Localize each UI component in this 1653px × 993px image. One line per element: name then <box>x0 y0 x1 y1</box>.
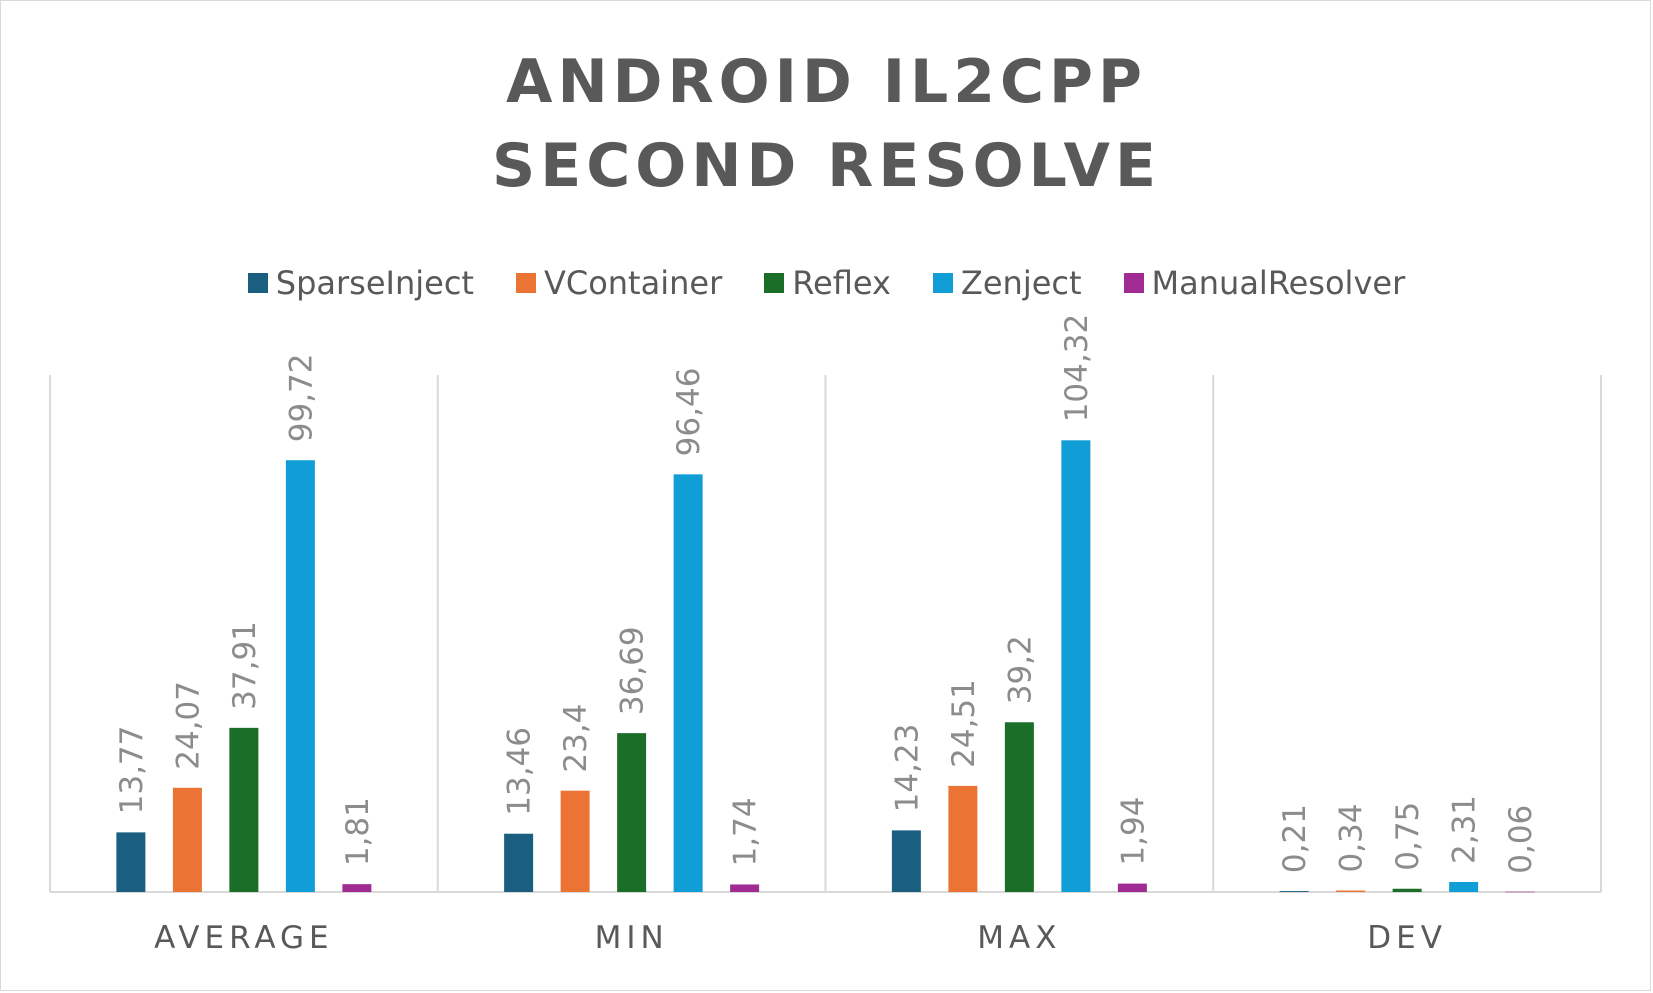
data-label: 0,75 <box>1390 802 1426 871</box>
data-label: 36,69 <box>615 626 651 715</box>
chart-title-line-1: ANDROID IL2CPP <box>506 47 1147 117</box>
bar-sparseinject-dev <box>1279 891 1309 892</box>
bar-zenject-max <box>1061 440 1091 892</box>
bar-reflex-average <box>229 727 259 892</box>
data-label: 23,4 <box>558 704 594 773</box>
data-label: 2,31 <box>1447 795 1483 864</box>
data-label: 1,81 <box>340 797 376 866</box>
bar-sparseinject-average <box>116 832 146 892</box>
data-label: 37,91 <box>227 621 263 710</box>
data-label: 1,74 <box>728 797 764 866</box>
bar-sparseinject-min <box>504 833 534 892</box>
category-label-dev: DEV <box>1367 920 1447 956</box>
data-label: 0,34 <box>1334 803 1370 872</box>
bar-vcontainer-max <box>948 785 978 892</box>
category-label-min: MIN <box>595 920 669 956</box>
bar-reflex-min <box>617 733 647 892</box>
data-label: 13,77 <box>114 726 150 815</box>
legend-swatch <box>932 273 953 293</box>
legend-label: Zenject <box>960 264 1082 302</box>
legend-label: VContainer <box>543 264 723 302</box>
chart-title-line-2: SECOND RESOLVE <box>492 131 1161 201</box>
data-label: 104,32 <box>1059 314 1095 422</box>
data-label: 24,51 <box>946 679 982 768</box>
chart-legend: SparseInject VContainer Reflex Zenject M… <box>0 264 1653 302</box>
bar-manualresolver-dev <box>1505 891 1535 893</box>
data-label: 99,72 <box>283 353 319 442</box>
legend-label: SparseInject <box>275 264 474 302</box>
legend-item-manualresolver: ManualResolver <box>1123 264 1406 302</box>
legend-swatch <box>764 273 785 293</box>
legend-label: ManualResolver <box>1151 264 1406 302</box>
legend-item-sparseinject: SparseInject <box>247 264 474 302</box>
bar-manualresolver-average <box>342 884 372 892</box>
bar-manualresolver-min <box>730 884 760 892</box>
bar-zenject-min <box>673 474 703 892</box>
category-label-max: MAX <box>977 920 1061 956</box>
data-label: 96,46 <box>671 368 707 457</box>
bar-manualresolver-max <box>1117 883 1147 892</box>
bar-vcontainer-dev <box>1336 890 1366 892</box>
bar-vcontainer-min <box>560 790 590 892</box>
data-label: 0,21 <box>1277 804 1313 873</box>
legend-swatch <box>515 273 536 293</box>
bar-reflex-dev <box>1392 888 1422 892</box>
data-label: 24,07 <box>170 681 206 770</box>
legend-label: Reflex <box>792 264 891 302</box>
data-label: 39,2 <box>1002 635 1038 704</box>
bar-reflex-max <box>1004 722 1034 892</box>
bar-vcontainer-average <box>172 787 202 892</box>
bar-sparseinject-max <box>891 830 921 892</box>
category-label-average: AVERAGE <box>154 920 334 956</box>
legend-swatch <box>1123 273 1144 293</box>
bar-zenject-dev <box>1449 881 1479 892</box>
data-label: 14,23 <box>889 724 925 813</box>
legend-item-zenject: Zenject <box>932 264 1082 302</box>
legend-swatch <box>247 273 268 293</box>
data-label: 0,06 <box>1503 805 1539 874</box>
data-label: 13,46 <box>502 727 538 816</box>
bar-zenject-average <box>285 460 315 892</box>
legend-item-reflex: Reflex <box>764 264 891 302</box>
data-label: 1,94 <box>1115 797 1151 866</box>
legend-item-vcontainer: VContainer <box>515 264 723 302</box>
